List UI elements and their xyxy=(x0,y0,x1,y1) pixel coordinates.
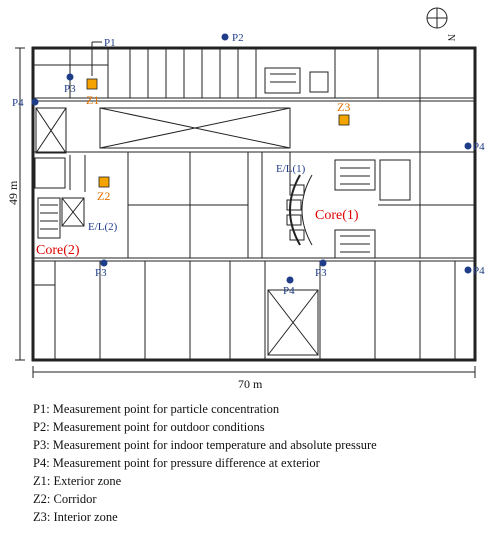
building-outline xyxy=(31,46,477,362)
label-el1: E/L(1) xyxy=(276,163,306,175)
compass-icon: N xyxy=(426,7,456,41)
legend-item-p1: P1: Measurement point for particle conce… xyxy=(33,402,280,416)
point-p3-center xyxy=(319,259,327,267)
label-p2: P2 xyxy=(232,32,244,44)
label-z3: Z3 xyxy=(337,100,350,114)
zone-marker-z2 xyxy=(98,176,110,188)
zone-marker-z1 xyxy=(86,78,98,90)
label-p4-left: P4 xyxy=(12,97,24,109)
legend-item-z1: Z1: Exterior zone xyxy=(33,474,122,488)
point-p3-left xyxy=(100,259,108,267)
legend: P1: Measurement point for particle conce… xyxy=(33,400,483,526)
label-z2: Z2 xyxy=(97,189,110,203)
restroom-top xyxy=(264,67,329,94)
point-p4-right-bottom xyxy=(464,266,472,274)
bottom-rooms xyxy=(33,261,456,360)
corridor-bottom xyxy=(32,257,476,262)
atrium xyxy=(99,107,291,149)
legend-item-p4: P4: Measurement point for pressure diffe… xyxy=(33,456,320,470)
floor-plan: N P1 P2 P3 P4 P4 P3 P3 P4 P4 E/L(1) E/L(… xyxy=(6,7,485,391)
point-p3-top xyxy=(66,73,74,81)
point-p2 xyxy=(221,33,229,41)
north-label: N xyxy=(445,34,456,41)
label-p4-bottom: P4 xyxy=(283,285,295,297)
label-p3-center: P3 xyxy=(315,267,327,279)
height-dimension-label: 49 m xyxy=(6,180,20,205)
label-p3-top: P3 xyxy=(64,83,76,95)
top-rooms xyxy=(33,48,421,98)
label-p4-right-bottom: P4 xyxy=(473,265,485,277)
left-shaft xyxy=(35,107,67,154)
label-core2: Core(2) xyxy=(36,243,80,258)
middle-rooms xyxy=(127,152,291,258)
label-z1: Z1 xyxy=(86,93,99,107)
legend-item-p3: P3: Measurement point for indoor tempera… xyxy=(33,438,377,452)
zone-marker-z3 xyxy=(338,114,350,126)
legend-item-z3: Z3: Interior zone xyxy=(33,510,118,524)
label-p1: P1 xyxy=(104,37,116,49)
width-dimension-label: 70 m xyxy=(238,377,263,391)
right-rooms xyxy=(378,98,475,258)
label-core1: Core(1) xyxy=(315,208,359,223)
point-p4-bottom xyxy=(286,276,294,284)
label-p3-left: P3 xyxy=(95,267,107,279)
label-p4-right-top: P4 xyxy=(473,141,485,153)
legend-item-z2: Z2: Corridor xyxy=(33,492,97,506)
core2-area xyxy=(34,155,86,239)
legend-item-p2: P2: Measurement point for outdoor condit… xyxy=(33,420,265,434)
point-p4-left xyxy=(31,98,39,106)
bottom-shaft xyxy=(267,289,319,356)
label-el2: E/L(2) xyxy=(88,221,118,233)
point-p4-right-top xyxy=(464,142,472,150)
core1-area xyxy=(334,159,411,259)
